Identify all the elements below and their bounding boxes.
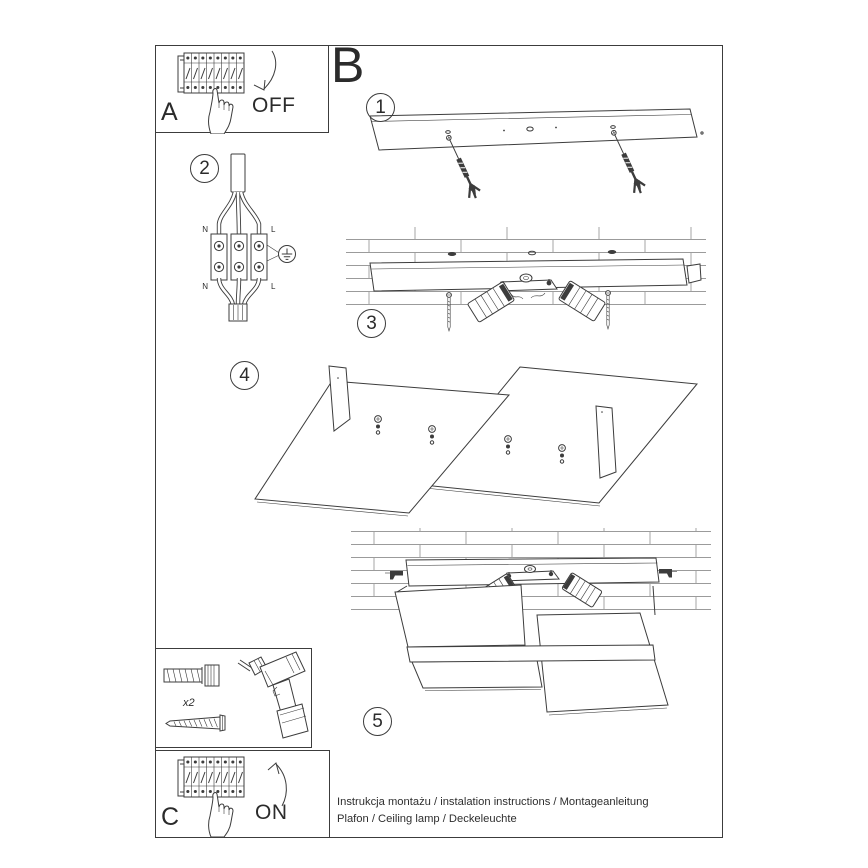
power-off-illustration — [177, 50, 277, 134]
step-2-number: 2 — [190, 154, 219, 183]
tools-illustration: x2 — [163, 651, 309, 739]
footer-line-1: Instrukcja montażu / instalation instruc… — [337, 796, 649, 808]
step-4-number-text: 4 — [239, 365, 250, 386]
screw-icon — [165, 714, 226, 732]
step-4-illustration — [254, 365, 698, 517]
step-5-number-text: 5 — [372, 711, 383, 732]
content-frame — [155, 45, 723, 838]
circuit-breaker-panel-icon — [177, 52, 245, 94]
terminal-block — [210, 233, 268, 281]
on-label: ON — [255, 801, 288, 824]
step-1-number-text: 1 — [375, 97, 386, 118]
circuit-breaker-panel-icon — [177, 756, 245, 798]
cable-sheath-top — [230, 153, 246, 193]
step-5-number: 5 — [363, 707, 392, 736]
off-label: OFF — [252, 94, 296, 117]
panel-screw-icon — [558, 444, 566, 464]
box-a-power-off: A OFF — [155, 45, 329, 134]
terminal-label-l-bottom: L — [271, 282, 276, 291]
curved-arrow-up-icon — [267, 762, 287, 807]
step-3-illustration — [346, 227, 706, 333]
wires-bottom — [216, 277, 262, 322]
step-1-illustration — [369, 108, 704, 199]
power-on-illustration — [177, 756, 287, 837]
step-4-number: 4 — [230, 361, 259, 390]
terminal-label-n-top: N — [202, 225, 208, 234]
expansion-anchor-icon — [611, 130, 646, 194]
panel-screw-icon — [374, 415, 382, 435]
step-1-number: 1 — [366, 93, 395, 122]
curved-arrow-down-icon — [253, 50, 277, 91]
mounting-bar — [369, 108, 704, 151]
footer-line-2: Plafon / Ceiling lamp / Deckeleuchte — [337, 813, 517, 825]
step-2-illustration: N L N L — [202, 153, 296, 322]
earth-ground-icon — [266, 244, 296, 263]
screw-icon — [446, 292, 452, 333]
terminal-label-l-top: L — [271, 225, 276, 234]
wires-top — [216, 191, 262, 239]
spotlight-heads — [467, 273, 606, 323]
mounted-shades — [394, 584, 669, 716]
anchors-in-wall — [447, 250, 617, 256]
step-3-number-text: 3 — [366, 313, 377, 334]
cordless-drill-icon — [237, 651, 309, 739]
panel-screw-icon — [504, 435, 512, 455]
anchor-quantity-label: x2 — [182, 697, 195, 709]
footer-text: Instrukcja montażu / instalation instruc… — [337, 794, 719, 828]
box-a-label: A — [161, 98, 178, 126]
expansion-anchor-icon — [446, 135, 481, 199]
hand-icon — [208, 88, 234, 134]
tools-box: x2 — [155, 648, 312, 748]
section-b-label: B — [331, 37, 365, 93]
box-c-power-on: C ON — [155, 750, 330, 838]
hand-icon — [208, 792, 234, 837]
step-3-number: 3 — [357, 309, 386, 338]
box-c-label: C — [161, 803, 180, 831]
panel-screw-icon — [428, 425, 436, 445]
terminal-label-n-bottom: N — [202, 282, 208, 291]
step-2-number-text: 2 — [199, 158, 210, 179]
step-5-illustration — [351, 528, 711, 716]
wall-plug-anchor-icon — [163, 664, 220, 687]
screw-icon — [605, 290, 611, 331]
left-shade-panel — [254, 365, 511, 517]
